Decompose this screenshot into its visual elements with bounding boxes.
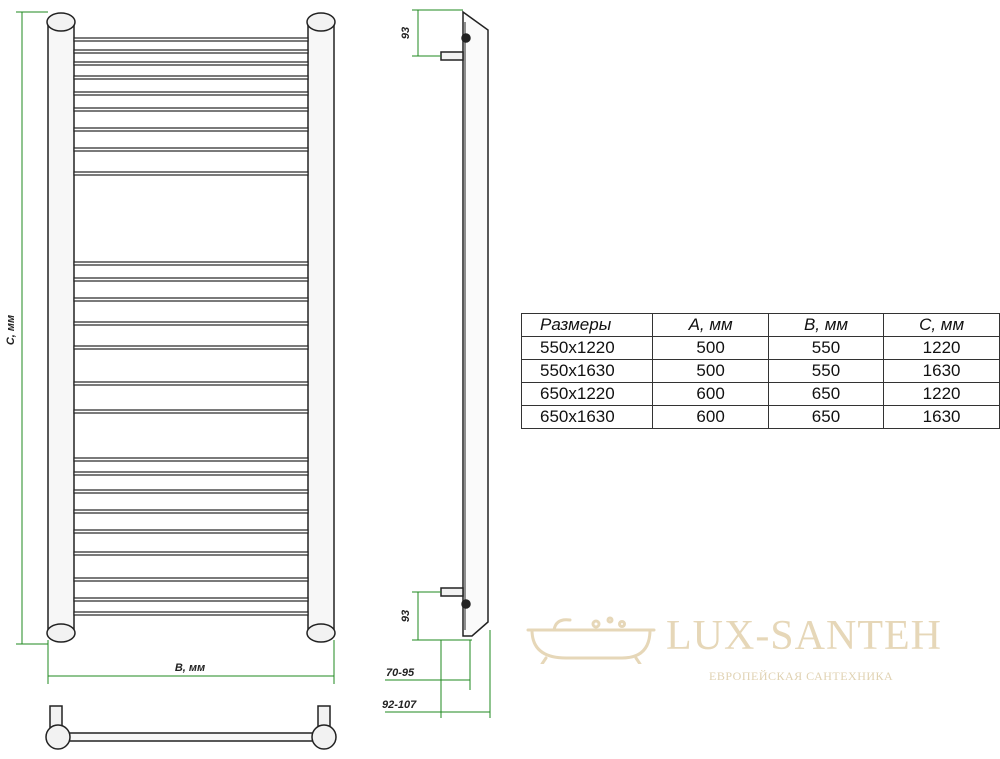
crossbar — [73, 297, 309, 302]
top-view — [45, 705, 337, 750]
top-wall-bracket — [440, 51, 464, 61]
top-offset-label: 93 — [400, 27, 412, 39]
bottom-wall-bracket — [440, 587, 464, 597]
right-bottom-cap — [306, 623, 336, 643]
crossbar — [73, 91, 309, 96]
left-top-cap — [46, 12, 76, 32]
height-dimension-label: С, мм — [5, 315, 17, 345]
crossbar — [73, 409, 309, 414]
right-top-cap — [306, 12, 336, 32]
side-profile-outline — [462, 10, 489, 637]
header-sizes: Размеры — [520, 313, 654, 337]
bottom-offset-label: 93 — [400, 610, 412, 622]
crossbar — [73, 127, 309, 132]
crossbar — [73, 381, 309, 386]
table-cell: 1220 — [883, 336, 1000, 360]
table-cell: 550 — [767, 336, 885, 360]
crossbars — [73, 37, 309, 616]
crossbar — [73, 61, 309, 66]
depth-min-label: 70-95 — [386, 667, 415, 679]
side-view-dimensions — [385, 9, 491, 718]
bottom-fitting-icon — [461, 599, 471, 609]
header-a-mm: А, мм — [652, 313, 769, 337]
table-cell: 550 — [767, 359, 885, 383]
crossbar — [73, 345, 309, 350]
bathtub-icon — [526, 616, 656, 664]
table-header-row: Размеры А, мм В, мм С, мм — [520, 313, 1000, 337]
table-cell: 650 — [767, 405, 885, 429]
crossbar — [73, 489, 309, 494]
table-cell: 650х1220 — [520, 382, 654, 406]
table-cell: 650 — [767, 382, 885, 406]
crossbar — [73, 509, 309, 514]
table-cell: 650х1630 — [520, 405, 654, 429]
crossbar — [73, 277, 309, 282]
crossbar — [73, 597, 309, 602]
sizes-table: Размеры А, мм В, мм С, мм 550х1220 500 5… — [520, 313, 1000, 429]
crossbar — [73, 471, 309, 476]
table-cell: 550х1220 — [520, 336, 654, 360]
front-view — [46, 12, 336, 643]
height-dimension — [16, 11, 48, 645]
crossbar — [73, 261, 309, 266]
table-cell: 500 — [652, 359, 769, 383]
table-cell: 600 — [652, 382, 769, 406]
header-b-mm: В, мм — [767, 313, 885, 337]
crossbar — [73, 551, 309, 556]
side-view — [440, 10, 489, 637]
crossbar — [73, 457, 309, 462]
crossbar — [73, 321, 309, 326]
brand-name: LUX-SANTEH — [666, 613, 942, 659]
table-cell: 1630 — [883, 359, 1000, 383]
crossbar — [73, 49, 309, 54]
left-bottom-cap — [46, 623, 76, 643]
crossbar — [73, 147, 309, 152]
table-row: 550х1630 500 550 1630 — [520, 359, 1000, 383]
depth-max-label: 92-107 — [382, 699, 417, 711]
table-cell: 1220 — [883, 382, 1000, 406]
crossbar — [73, 529, 309, 534]
crossbar — [73, 107, 309, 112]
top-fitting-icon — [461, 33, 471, 43]
right-vertical-tube — [307, 19, 335, 636]
crossbar — [73, 37, 309, 42]
crossbar — [73, 75, 309, 80]
crossbar — [73, 171, 309, 176]
brand-watermark: LUX-SANTEH ЕВРОПЕЙСКАЯ САНТЕХНИКА — [526, 612, 986, 692]
table-cell: 1630 — [883, 405, 1000, 429]
crossbar — [73, 577, 309, 582]
crossbar — [73, 611, 309, 616]
table-row: 650х1220 600 650 1220 — [520, 382, 1000, 406]
table-row: 550х1220 500 550 1220 — [520, 336, 1000, 360]
top-view-right-post — [311, 724, 337, 750]
table-cell: 600 — [652, 405, 769, 429]
table-cell: 550х1630 — [520, 359, 654, 383]
top-view-rail — [59, 732, 325, 742]
brand-tagline: ЕВРОПЕЙСКАЯ САНТЕХНИКА — [709, 669, 894, 683]
left-vertical-tube — [47, 19, 75, 636]
width-dimension — [47, 640, 335, 684]
table-cell: 500 — [652, 336, 769, 360]
top-view-left-post — [45, 724, 71, 750]
header-c-mm: С, мм — [883, 313, 1000, 337]
width-dimension-label: В, мм — [175, 662, 205, 674]
table-row: 650х1630 600 650 1630 — [520, 405, 1000, 429]
